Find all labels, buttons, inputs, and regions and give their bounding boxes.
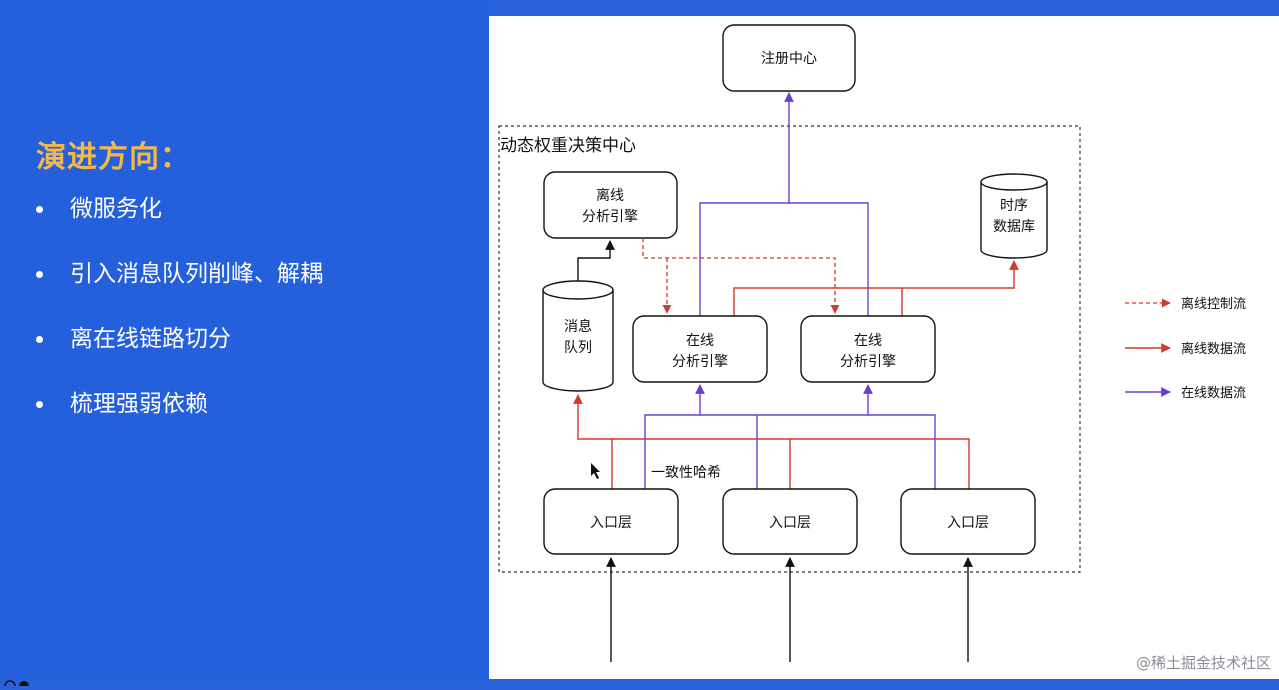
site-watermark: @稀土掘金技术社区 — [1135, 654, 1271, 672]
slide-left-panel: 演进方向： 微服务化 引入消息队列削峰、解耦 离在线链路切分 梳理强弱依赖 — [0, 0, 489, 679]
bullet-item: 微服务化 — [36, 196, 323, 222]
offline-engine-box — [543, 171, 678, 239]
legend-online-data-label: 在线数据流 — [1181, 386, 1246, 401]
online-engine-box-2 — [800, 315, 936, 383]
offline-engine-label-line2: 分析引擎 — [582, 209, 638, 225]
offline-data-to-db — [733, 260, 1019, 316]
online-engine-box-1 — [632, 315, 768, 383]
message-queue-cylinder — [542, 290, 614, 392]
player-control-icon[interactable] — [4, 671, 32, 690]
bullet-list: 微服务化 引入消息队列削峰、解耦 离在线链路切分 梳理强弱依赖 — [36, 198, 323, 458]
architecture-diagram: 动态权重决策中心 注册中心 离线 分析引擎 时序 数据库 消息 队列 在线 分析 — [489, 16, 1279, 679]
bullet-dot-icon — [36, 401, 43, 408]
bullet-dot-icon — [36, 271, 43, 278]
online-engine-2-label-line1: 在线 — [854, 333, 882, 349]
bullet-text: 引入消息队列削峰、解耦 — [70, 261, 323, 287]
entry-layer-box-2 — [722, 488, 858, 555]
online-flow-bus-1 — [644, 414, 936, 489]
online-engine-2-label-line2: 分析引擎 — [840, 354, 896, 370]
slide-title: 演进方向： — [36, 140, 191, 175]
message-queue-label-line2: 队列 — [564, 340, 592, 356]
bullet-text: 微服务化 — [70, 196, 162, 222]
message-queue-label-line1: 消息 — [564, 318, 592, 335]
bullet-dot-icon — [36, 336, 43, 343]
diagram-svg: 动态权重决策中心 注册中心 离线 分析引擎 时序 数据库 消息 队列 在线 分析 — [498, 24, 1246, 662]
timeseries-db-cylinder — [980, 182, 1048, 259]
queue-to-offline-arrow — [577, 240, 615, 281]
entry-layer-1-label: 入口层 — [590, 515, 632, 531]
online-engine-1-label-line1: 在线 — [686, 333, 714, 349]
container-label: 动态权重决策中心 — [500, 136, 636, 156]
entry-layer-2-label: 入口层 — [769, 515, 811, 531]
message-queue-top — [542, 280, 614, 300]
entry-layer-box-3 — [900, 488, 1036, 555]
timeseries-db-label-line2: 数据库 — [993, 219, 1035, 235]
offline-engine-label-line1: 离线 — [596, 187, 624, 204]
legend-offline-data-label: 离线数据流 — [1181, 341, 1246, 357]
online-engine-1-label-line2: 分析引擎 — [672, 354, 728, 370]
consistent-hash-label: 一致性哈希 — [651, 465, 721, 481]
offline-flow-to-queue — [573, 394, 612, 440]
registry-label: 注册中心 — [761, 51, 817, 67]
bullet-item: 离在线链路切分 — [36, 326, 323, 352]
offline-control-flow — [642, 238, 840, 314]
timeseries-db-label-line1: 时序 — [1000, 198, 1028, 214]
bullet-text: 梳理强弱依赖 — [70, 391, 208, 417]
entry-layer-3-label: 入口层 — [947, 515, 989, 531]
online-flow-to-registry — [699, 202, 869, 316]
legend-offline-control-label: 离线控制流 — [1181, 296, 1246, 312]
top-strip — [489, 0, 1279, 16]
registry-box — [722, 24, 856, 92]
bullet-text: 离在线链路切分 — [70, 326, 231, 352]
bullet-item: 梳理强弱依赖 — [36, 391, 323, 417]
timeseries-db-top — [980, 173, 1048, 191]
mouse-cursor-icon — [591, 463, 600, 479]
entry-layer-box-1 — [543, 488, 679, 555]
bullet-item: 引入消息队列削峰、解耦 — [36, 261, 323, 287]
bullet-dot-icon — [36, 206, 43, 213]
consistent-hash-bg — [648, 462, 732, 482]
